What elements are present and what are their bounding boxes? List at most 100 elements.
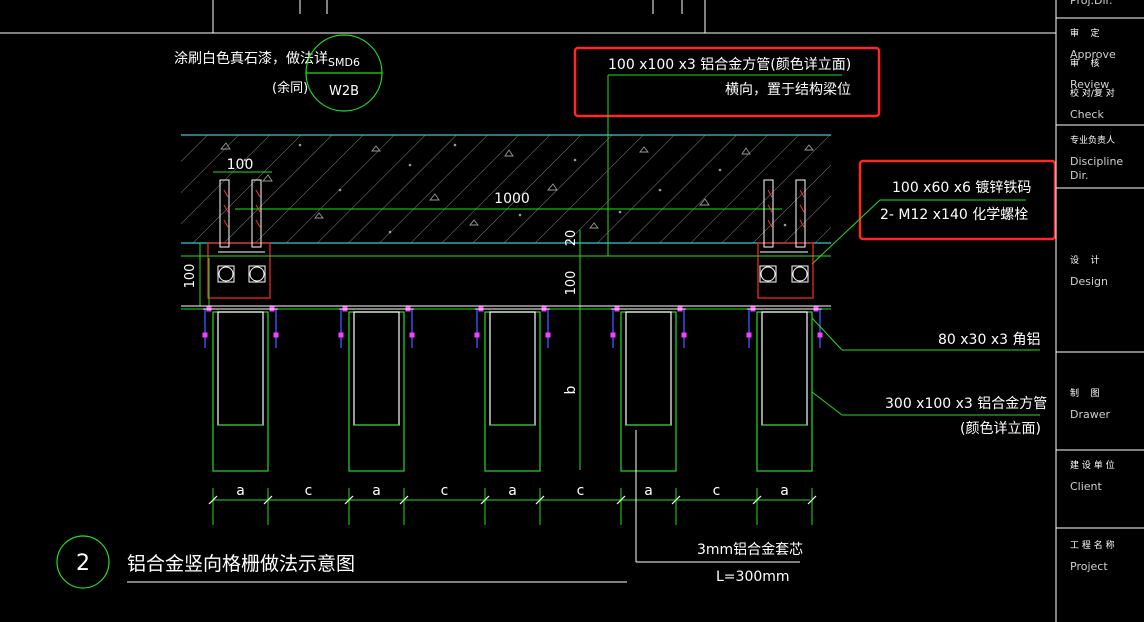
title-text: 铝合金竖向格栅做法示意图 <box>127 553 355 575</box>
annotation-highlight-box <box>573 46 881 118</box>
dimension-center-vertical: 20 100 b <box>563 230 581 470</box>
dim-slash <box>208 495 218 505</box>
dim-segment-label: c <box>577 483 585 499</box>
dimension-100-left: 100 <box>183 243 201 306</box>
angle-note-label: 80 x30 x3 角铝 <box>938 332 1040 348</box>
fin-note-line2: (颜色详立面) <box>960 420 1041 437</box>
bracket-leader-line <box>811 199 881 265</box>
annotation-highlight-box <box>858 159 1057 241</box>
title-block-row: 工 程 名 称 Project <box>1070 540 1144 574</box>
title-block-en: Client <box>1070 480 1102 493</box>
rivet-mark <box>409 332 415 338</box>
title-block-cn: 审 核 <box>1070 59 1100 69</box>
title-block-row: 设 计 Design <box>1070 255 1144 289</box>
finish-note: 涂刷白色真石漆，做法详 (余同) SMD6 W2B <box>174 34 383 112</box>
concrete-beam <box>181 134 831 244</box>
title-block-en: Drawer <box>1070 408 1111 421</box>
finish-note-line1: 涂刷白色真石漆，做法详 <box>174 50 328 67</box>
rivet-mark <box>474 332 480 338</box>
rivet-mark <box>746 332 752 338</box>
fin-note: 300 x100 x3 铝合金方管 (颜色详立面) <box>811 391 1047 437</box>
tube-note: 100 x100 x3 铝合金方管(颜色详立面) 横向，置于结构梁位 <box>573 46 881 256</box>
title-block-en: Design <box>1070 275 1108 288</box>
detail-reference-sheet: W2B <box>329 84 359 99</box>
dim-100-mid-label: 100 <box>564 271 579 296</box>
dim-100-top-label: 100 <box>227 157 254 173</box>
angle-note: 80 x30 x3 角铝 <box>811 317 1040 351</box>
dim-100-left-label: 100 <box>183 264 198 289</box>
dim-segment-label: c <box>305 483 313 499</box>
title-block-row: 建 设 单 位 Client <box>1070 460 1144 494</box>
dim-segment-label: a <box>644 483 653 499</box>
right-bracket-assembly <box>757 179 814 299</box>
fin-profile <box>202 306 279 472</box>
drawing-title: 2 铝合金竖向格栅做法示意图 <box>56 535 627 589</box>
dim-slash <box>671 495 681 505</box>
title-block-cn: 建 设 单 位 <box>1070 461 1115 471</box>
dim-segment-label: c <box>441 483 449 499</box>
title-block-en: Review <box>1070 78 1110 91</box>
dim-segment-label: a <box>372 483 381 499</box>
fin-profile <box>746 306 823 472</box>
title-number: 2 <box>76 551 90 576</box>
title-block-row: 审 定 Approve <box>1070 28 1144 62</box>
tube-note-line2: 横向，置于结构梁位 <box>725 82 851 98</box>
fin-profile <box>474 306 551 472</box>
title-block-cn: 设 计 <box>1070 256 1100 266</box>
title-block-cn: 工 程 名 称 <box>1070 541 1115 551</box>
dim-slash <box>616 495 626 505</box>
rivet-mark <box>273 332 279 338</box>
title-block-row: 制 图 Drawer <box>1070 388 1144 422</box>
title-block-cn: 制 图 <box>1070 389 1100 399</box>
dimension-100-top: 100 <box>213 157 272 173</box>
rivet-mark <box>202 332 208 338</box>
dim-slash <box>807 495 817 505</box>
rivet-mark <box>545 332 551 338</box>
title-block-en: Project <box>1070 560 1108 573</box>
dimension-1000: 1000 <box>235 191 782 210</box>
bracket-note: 100 x60 x6 镀锌铁码 2- M12 x140 化学螺栓 <box>811 159 1057 265</box>
fin-profile <box>338 306 415 472</box>
horizontal-tube <box>181 255 831 310</box>
title-block-row: 审 核 Review <box>1070 58 1144 92</box>
title-number-circle <box>56 535 110 589</box>
finish-note-line2: (余同) <box>272 80 308 96</box>
fin-note-line1: 300 x100 x3 铝合金方管 <box>885 396 1047 412</box>
title-block-frame <box>1055 0 1144 622</box>
dim-segment-label: a <box>236 483 245 499</box>
dim-slash <box>480 495 490 505</box>
dim-segment-label: a <box>780 483 789 499</box>
rivet-mark <box>681 332 687 338</box>
dim-segment-label: a <box>508 483 517 499</box>
dim-slash <box>752 495 762 505</box>
title-block-cn: 专业负责人 <box>1070 136 1116 146</box>
bracket-note-line2: 2- M12 x140 化学螺栓 <box>880 207 1028 223</box>
rivet-mark <box>610 332 616 338</box>
core-note-line1: 3mm铝合金套芯 <box>697 542 803 558</box>
dim-b-label: b <box>563 385 579 394</box>
dim-segment-label: c <box>713 483 721 499</box>
title-block-cn: 审 定 <box>1070 29 1100 39</box>
dim-1000-label: 1000 <box>494 191 530 207</box>
core-note: 3mm铝合金套芯 L=300mm <box>635 430 803 585</box>
rivet-mark <box>817 332 823 338</box>
top-border <box>0 0 1056 34</box>
dim-slash <box>344 495 354 505</box>
title-block-en: Approve <box>1070 48 1116 61</box>
title-block-row: Proj.Dir. <box>1070 0 1144 8</box>
core-note-line2: L=300mm <box>716 569 790 585</box>
title-block-en: Check <box>1070 108 1104 121</box>
bracket-note-line1: 100 x60 x6 镀锌铁码 <box>892 179 1031 196</box>
dim-slash <box>263 495 273 505</box>
dim-20-label: 20 <box>564 230 579 247</box>
title-block-en: Proj.Dir. <box>1070 0 1113 7</box>
detail-reference-code: SMD6 <box>328 56 360 69</box>
dim-slash <box>399 495 409 505</box>
dim-slash <box>535 495 545 505</box>
left-bracket-assembly <box>207 179 271 306</box>
